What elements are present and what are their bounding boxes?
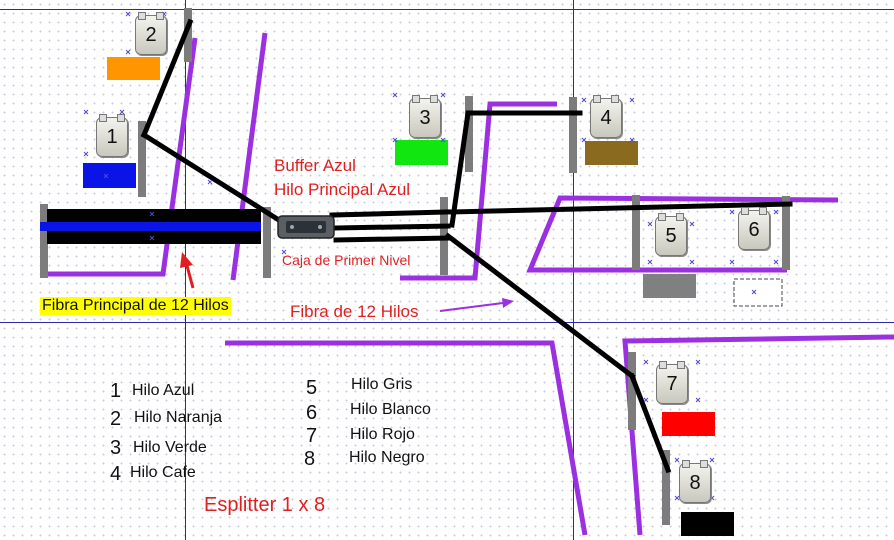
legend-text: Hilo Verde bbox=[133, 439, 207, 456]
nap-box-1[interactable]: 1 bbox=[96, 114, 128, 157]
post bbox=[40, 204, 48, 278]
splitter-device bbox=[277, 215, 335, 239]
fiber-route-right bbox=[526, 195, 839, 273]
swatch-cafe bbox=[585, 141, 638, 165]
legend-number: 7 bbox=[306, 425, 318, 447]
nap-box-number: 3 bbox=[419, 106, 431, 129]
trunk-black-bottom bbox=[47, 231, 261, 244]
caja-primer-nivel-label: Caja de Primer Nivel bbox=[282, 252, 411, 268]
cable-lines bbox=[140, 18, 793, 474]
nap-box-number: 4 bbox=[600, 106, 612, 129]
fibra-12-hilos-label: Fibra de 12 Hilos bbox=[290, 302, 419, 321]
swatch-gris bbox=[643, 274, 696, 298]
fiber-route-bottom bbox=[225, 340, 588, 536]
nap-box-number: 1 bbox=[106, 125, 118, 148]
fibra-principal-label: Fibra Principal de 12 Hilos bbox=[40, 297, 231, 315]
swatch-negro bbox=[681, 512, 734, 536]
connection-markers bbox=[83, 11, 779, 501]
legend-text: Hilo Cafe bbox=[130, 464, 196, 481]
post bbox=[569, 97, 577, 173]
post bbox=[782, 196, 790, 270]
legend-number: 8 bbox=[304, 448, 316, 470]
post bbox=[263, 207, 271, 278]
post bbox=[184, 8, 192, 62]
hilo-principal-label: Hilo Principal Azul bbox=[274, 180, 411, 199]
nap-box-number: 8 bbox=[689, 471, 701, 494]
fiber-route-middle bbox=[400, 101, 557, 281]
color-swatches bbox=[83, 57, 783, 536]
fiber-route-left bbox=[44, 37, 198, 277]
nap-box-number: 6 bbox=[748, 218, 760, 241]
legend-text: Hilo Negro bbox=[349, 449, 425, 466]
legend-number: 2 bbox=[110, 408, 122, 430]
fiber-arrow bbox=[439, 298, 514, 312]
swatch-blanco bbox=[733, 278, 783, 307]
nap-box-2[interactable]: 2 bbox=[135, 12, 167, 55]
swatch-azul bbox=[83, 163, 136, 188]
buffer-label: Buffer Azul bbox=[274, 156, 356, 175]
legend-number: 3 bbox=[110, 437, 122, 459]
legend-text: Hilo Gris bbox=[351, 376, 413, 393]
swatch-verde bbox=[395, 140, 448, 165]
legend-number: 4 bbox=[110, 463, 122, 485]
nap-box-3[interactable]: 3 bbox=[409, 95, 441, 138]
post bbox=[662, 450, 670, 525]
legend-text: Hilo Naranja bbox=[134, 409, 223, 426]
fiber-routes bbox=[44, 32, 894, 536]
legend-text: Hilo Rojo bbox=[350, 426, 415, 443]
legend-text: Hilo Azul bbox=[132, 382, 195, 399]
post bbox=[465, 96, 473, 172]
legend-number: 5 bbox=[306, 377, 318, 399]
post bbox=[628, 352, 636, 430]
swatch-naranja bbox=[107, 57, 160, 80]
main-trunk bbox=[40, 209, 261, 244]
post bbox=[632, 195, 640, 270]
splitter-label: Esplitter 1 x 8 bbox=[204, 494, 326, 516]
nap-box-number: 2 bbox=[145, 23, 157, 46]
nap-box-5[interactable]: 5 bbox=[655, 213, 687, 256]
nap-box-number: 7 bbox=[666, 372, 678, 395]
swatch-rojo bbox=[662, 412, 715, 436]
nap-box-number: 5 bbox=[665, 224, 677, 247]
fiber-route-bottom-right bbox=[622, 334, 894, 536]
pointer-arrow bbox=[180, 252, 195, 289]
legend-number: 1 bbox=[110, 380, 122, 402]
nap-box-7[interactable]: 7 bbox=[656, 361, 688, 404]
nap-box-8[interactable]: 8 bbox=[679, 460, 711, 503]
legend-number: 6 bbox=[306, 402, 318, 424]
trunk-blue bbox=[40, 222, 261, 231]
nap-box-4[interactable]: 4 bbox=[590, 95, 622, 138]
post bbox=[138, 121, 146, 197]
legend-text: Hilo Blanco bbox=[350, 401, 431, 418]
nap-box-6[interactable]: 6 bbox=[738, 207, 770, 250]
